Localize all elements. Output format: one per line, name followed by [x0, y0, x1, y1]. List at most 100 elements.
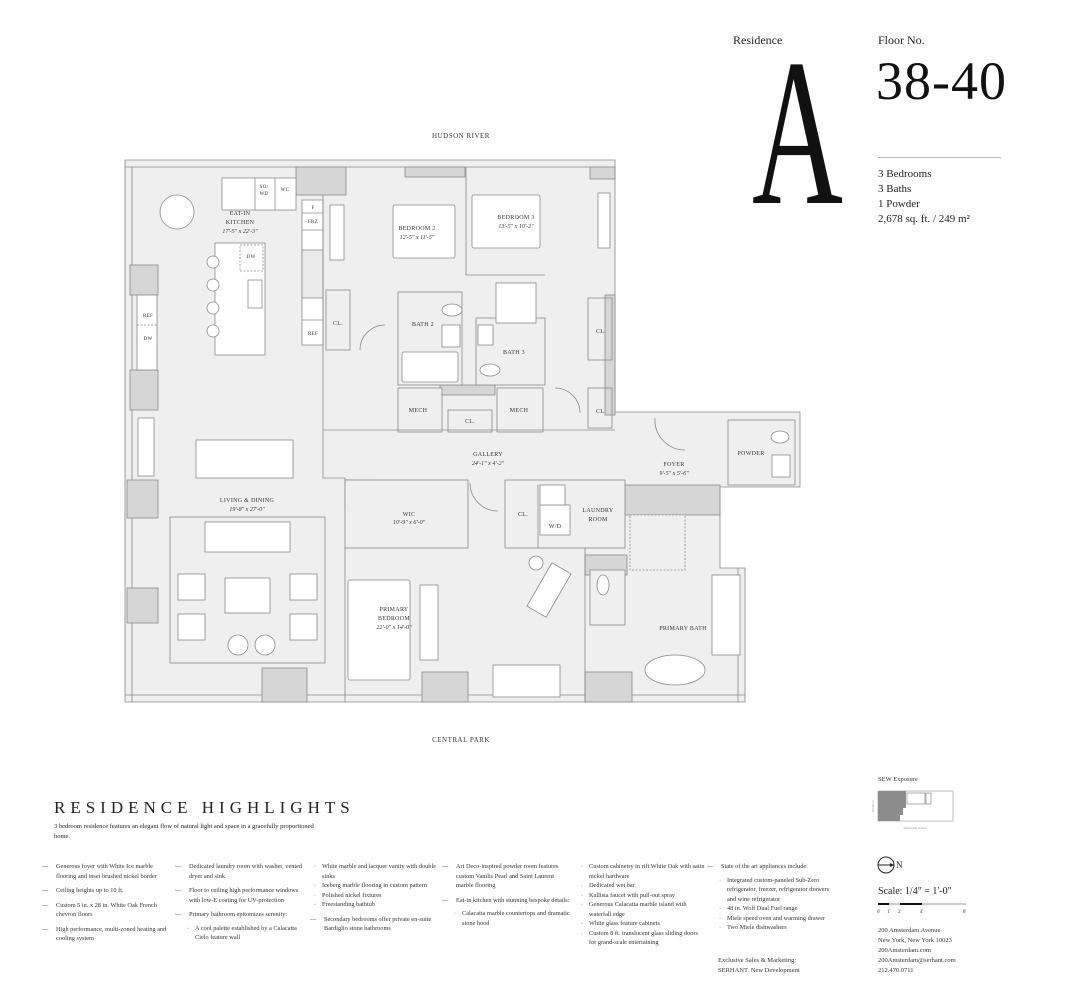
- highlight-subitem: · A cool palette established by a Calacat…: [175, 924, 303, 943]
- laundry-label: LAUNDRY: [582, 508, 613, 514]
- bedroom3-label: BEDROOM 3: [497, 215, 534, 221]
- highlight-subitem: ·Miele speed oven and warming drawer: [707, 914, 835, 924]
- dash-bullet-icon: —: [42, 887, 49, 894]
- closet-label-4: CL.: [596, 409, 606, 415]
- highlight-subtext: Integrated custom-paneled Sub-Zero refri…: [727, 876, 830, 903]
- wic-dims: 10'-9" x 6'-0": [393, 520, 426, 526]
- highlight-item: —Art Deco-inspired powder room features …: [442, 862, 570, 891]
- highlights-title: RESIDENCE HIGHLIGHTS: [54, 798, 355, 817]
- north-letter: N: [896, 860, 903, 870]
- spec-powder: 1 Powder: [878, 198, 920, 210]
- scale-label: Scale: 1/4" = 1'-0": [878, 886, 952, 897]
- highlight-subitem: ·White marble and lacquer vanity with do…: [302, 862, 438, 881]
- highlight-item: ·Custom cabinetry in rift White Oak with…: [577, 862, 705, 948]
- bath3-label: BATH 3: [503, 350, 525, 356]
- highlight-subitem: ·Custom cabinetry in rift White Oak with…: [569, 862, 705, 881]
- dot-bullet-icon: ·: [581, 882, 584, 889]
- spec-bedrooms: 3 Bedrooms: [878, 168, 932, 180]
- spec-area: 2,678 sq. ft. / 249 m²: [878, 213, 970, 225]
- north-view-label: HUDSON RIVER: [432, 132, 490, 140]
- highlight-item: —Floor to ceiling high performance windo…: [175, 886, 303, 905]
- highlight-text: Custom 5 in. x 28 in. White Oak French c…: [56, 901, 157, 919]
- highlight-subitem: ·Kallista faucet with pull-out spray: [569, 891, 705, 901]
- highlights-intro: 3 bedroom residence features an elegant …: [54, 823, 314, 840]
- bath2-label: BATH 2: [412, 322, 434, 328]
- dot-bullet-icon: ·: [187, 924, 190, 932]
- highlights-column: — State of the art appliances include: · In…: [707, 862, 835, 938]
- dot-bullet-icon: ·: [314, 882, 317, 889]
- dash-bullet-icon: —: [42, 901, 49, 909]
- exposure-map: Amsterdam Avenue Broadway: [871, 790, 954, 830]
- scale-tick: 4': [920, 910, 924, 915]
- residence-letter: A: [752, 17, 843, 249]
- bedroom3-dims: 13'-5" x 10'-2": [498, 224, 534, 230]
- highlight-subitem: · Integrated custom-paneled Sub-Zero refr…: [707, 876, 835, 905]
- frz-label: FRZ: [308, 220, 318, 225]
- address-line-1: 200 Amsterdam Avenue: [878, 927, 941, 934]
- dash-bullet-icon: —: [175, 911, 182, 918]
- highlight-subtext: Iceberg marble flooring in custom patter…: [322, 882, 427, 889]
- highlight-text: High performance, multi-zoned heating an…: [56, 925, 167, 943]
- sales-info: Exclusive Sales & Marketing: SERHANT. Ne…: [718, 956, 800, 976]
- scale-tick: 2': [898, 910, 902, 915]
- floor-label: Floor No.: [878, 33, 925, 47]
- wic-label: WIC: [403, 512, 416, 518]
- dot-bullet-icon: ·: [719, 914, 722, 922]
- highlight-subtext: A cool palette established by a Calacatt…: [195, 924, 297, 942]
- dot-bullet-icon: ·: [581, 929, 584, 937]
- primary-bedroom-label-2: BEDROOM: [378, 616, 410, 622]
- dot-bullet-icon: ·: [314, 901, 317, 908]
- closet-label-2: CL.: [465, 419, 475, 425]
- dot-bullet-icon: ·: [581, 920, 584, 927]
- highlight-text: State of the art appliances include:: [721, 863, 808, 870]
- highlight-subtext: 48 in. Wolf Dual Fuel range: [727, 905, 798, 912]
- highlight-subtext: Polished nickel fixtures: [322, 891, 382, 899]
- kitchen-label-2: KITCHEN: [226, 220, 255, 226]
- dot-bullet-icon: ·: [581, 863, 584, 870]
- highlight-item: — High performance, multi-zoned heating a…: [42, 925, 170, 944]
- f-label: F: [311, 206, 314, 211]
- kitchen-dims: 17'-5" x 22'-3": [222, 229, 258, 235]
- powder-label: POWDER: [737, 451, 764, 457]
- highlights-column: ·Custom cabinetry in rift White Oak with…: [577, 862, 705, 953]
- primary-bedroom-dims: 22'-0" x 14'-0": [376, 624, 412, 631]
- bedroom2-label: BEDROOM 2: [398, 226, 435, 232]
- highlights-column: —Art Deco-inspired powder room features …: [442, 862, 570, 933]
- email-link[interactable]: 200Amsterdam@serhant.com: [878, 957, 956, 964]
- highlight-item: —Eat-in kitchen with stunning bespoke de…: [442, 896, 570, 929]
- highlight-subtext: Two Miele dishwashers: [727, 924, 787, 931]
- highlight-text: Primary bathroom epitomizes serenity:: [189, 911, 288, 918]
- dot-bullet-icon: ·: [581, 901, 584, 908]
- dw-label: DW: [247, 255, 256, 260]
- primary-bedroom-label: PRIMARY: [379, 607, 408, 613]
- highlight-text: Secondary bedrooms offer private en-suit…: [324, 915, 432, 933]
- highlight-subitem: ·Generous Calacatta marble island with w…: [569, 900, 705, 919]
- so-wd-label: SO/: [260, 185, 269, 190]
- laundry-label-2: ROOM: [588, 517, 608, 523]
- dash-bullet-icon: —: [42, 863, 49, 870]
- highlight-text: Eat-in kitchen with stunning bespoke det…: [456, 896, 570, 904]
- dot-bullet-icon: ·: [719, 876, 722, 884]
- highlight-subitem: ·Custom 8 ft. translucent glass sliding …: [569, 929, 705, 948]
- closet-label-3: CL.: [596, 329, 606, 335]
- scale-tick: 0': [877, 910, 881, 915]
- highlight-subtext: Calacatta marble countertops and dramati…: [462, 910, 570, 927]
- dot-bullet-icon: ·: [719, 924, 722, 931]
- contact-info: 200 Amsterdam Avenue New York, New York …: [878, 926, 956, 976]
- dash-bullet-icon: —: [707, 863, 714, 870]
- dot-bullet-icon: ·: [454, 910, 457, 917]
- dot-bullet-icon: ·: [314, 891, 317, 899]
- bedroom2-dims: 12'-5" x 11'-5": [400, 235, 435, 241]
- divider: [878, 157, 1001, 158]
- sales-line-1: Exclusive Sales & Marketing:: [718, 957, 797, 964]
- specs-list: 3 Bedrooms 3 Baths 1 Powder 2,678 sq. ft…: [878, 167, 970, 227]
- highlight-subtext: Dedicated wet bar: [589, 882, 635, 889]
- highlight-subitem: ·Freestanding bathtub: [302, 900, 438, 910]
- highlight-subitem: · Calacatta marble countertops and dramat…: [442, 909, 570, 928]
- website-link[interactable]: 200Amsterdam.com: [878, 947, 931, 954]
- dash-bullet-icon: —: [42, 925, 49, 933]
- closet-label-5: CL.: [518, 512, 528, 518]
- floor-number: 38-40: [876, 51, 1007, 111]
- exposure-label: SEW Exposure: [878, 776, 918, 783]
- highlight-item: —Ceiling heights up to 10 ft.: [42, 886, 170, 896]
